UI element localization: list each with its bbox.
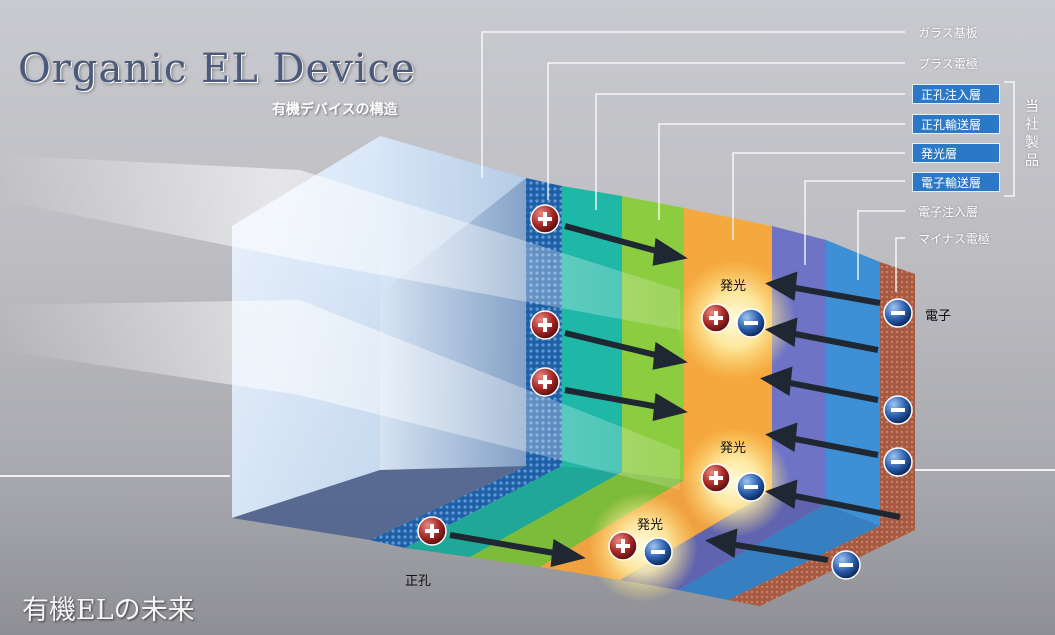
- label-glass-substrate: ガラス基板: [918, 26, 978, 40]
- leader-hole-transport: [658, 123, 905, 220]
- label-hole-transport: 正孔輸送層: [912, 114, 1000, 134]
- charges-group: [417, 204, 913, 580]
- minus-charge-icon: [831, 550, 861, 580]
- electron-arrow-5: [765, 479, 901, 520]
- minus-charge-icon: [736, 472, 766, 502]
- leader-hole-injection: [595, 93, 905, 210]
- light-beam-upper: [0, 155, 680, 330]
- electron-arrow-6: [705, 528, 829, 563]
- label-plus-electrode: プラス電極: [918, 57, 978, 71]
- electron-arrow-2: [765, 317, 879, 353]
- hole-arrow-2: [564, 330, 688, 370]
- emission-label-1: 発光: [720, 279, 747, 294]
- footer-title: 有機ELの未来: [22, 595, 195, 626]
- plus-charge-icon: [417, 516, 447, 546]
- light-beam-lower: [0, 300, 680, 490]
- band-electron-injection: [826, 240, 880, 526]
- label-electron-transport: 電子輸送層: [912, 172, 1000, 192]
- floor-minus-electrode: [728, 526, 915, 606]
- emission-glow-1: [675, 260, 795, 380]
- minus-charge-icon: [883, 298, 913, 328]
- page-title: Organic EL Device: [18, 46, 416, 92]
- hole-arrow-3: [564, 387, 688, 421]
- arrows-group: [449, 223, 901, 567]
- emission-label-2: 発光: [720, 441, 747, 456]
- electron-arrow-1: [765, 271, 881, 306]
- emission-label-3: 発光: [637, 518, 664, 533]
- minus-charge-icon: [736, 308, 766, 338]
- plus-charge-icon: [530, 367, 560, 397]
- leader-lines: [481, 31, 1015, 292]
- electron-label: 電子: [925, 309, 952, 324]
- leader-electron-transport: [804, 180, 905, 265]
- plus-charge-icon: [530, 310, 560, 340]
- leader-plus-electrode: [547, 62, 905, 200]
- plus-charge-icon: [701, 303, 731, 333]
- leader-electron-injection: [857, 210, 905, 280]
- our-products-label: 当社製品: [1025, 99, 1039, 169]
- electron-arrow-3: [760, 366, 879, 403]
- label-electron-injection: 電子注入層: [918, 205, 979, 219]
- emission-glow-2: [680, 427, 790, 537]
- leader-minus-electrode: [895, 237, 905, 292]
- emission-glow-3: [588, 492, 698, 602]
- minus-charge-icon: [643, 537, 673, 567]
- label-hole-injection: 正孔注入層: [912, 84, 1000, 104]
- hole-arrow-1: [564, 223, 688, 266]
- electron-arrow-4: [765, 422, 879, 458]
- plus-charge-icon: [701, 463, 731, 493]
- minus-charge-icon: [883, 447, 913, 477]
- leader-emission: [732, 152, 905, 240]
- label-emission-layer: 発光層: [912, 143, 1000, 163]
- leader-glass: [481, 31, 905, 178]
- minus-charge-icon: [883, 395, 913, 425]
- plus-charge-icon: [608, 531, 638, 561]
- label-minus-electrode: マイナス電極: [918, 232, 990, 246]
- hole-label: 正孔: [405, 574, 432, 589]
- product-bracket: [1004, 81, 1015, 197]
- plus-charge-icon: [530, 204, 560, 234]
- glass-bottom-face: [232, 466, 526, 540]
- hole-arrow-4: [449, 532, 586, 567]
- page-subtitle: 有機デバイスの構造: [272, 102, 398, 118]
